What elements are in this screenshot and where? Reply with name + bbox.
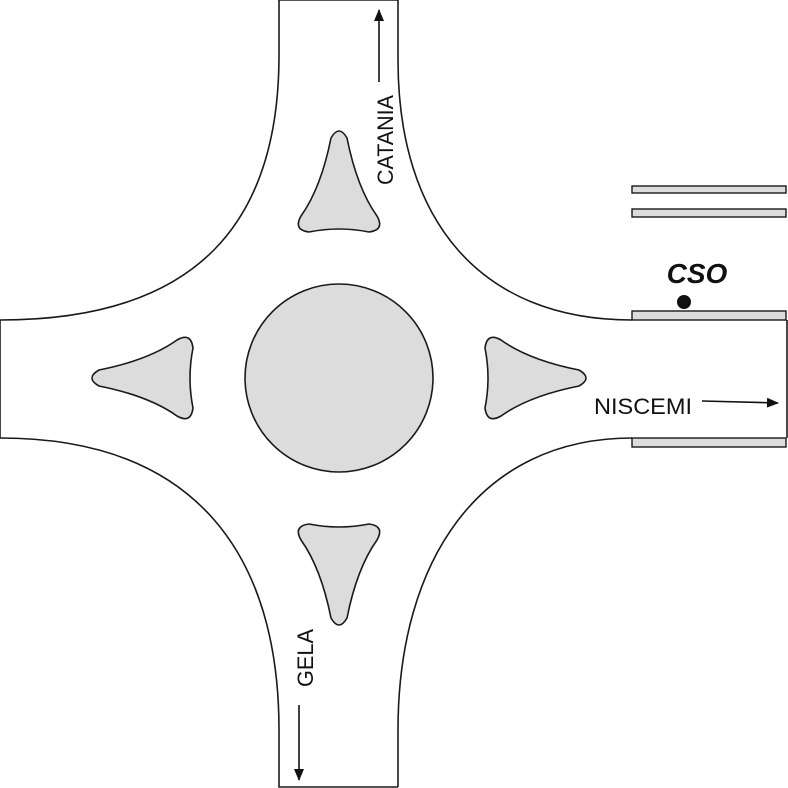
north-road-edges <box>278 0 399 60</box>
station-label: CSO <box>667 258 728 289</box>
splitter-island-east <box>484 336 587 420</box>
splitter-island-south <box>297 523 381 626</box>
central-island <box>244 283 434 473</box>
arrow-right-icon <box>701 397 779 408</box>
curb-top-right <box>397 59 633 321</box>
splitter-island-west <box>91 336 194 420</box>
south-direction: GELA <box>293 629 318 781</box>
sidewalk-north <box>631 310 787 321</box>
station-dot-icon <box>677 295 691 309</box>
north-direction: CATANIA <box>373 9 398 185</box>
sidewalk-south <box>631 437 787 448</box>
rail-track-1 <box>631 185 787 194</box>
north-label: CATANIA <box>373 95 398 185</box>
east-direction: NISCEMI <box>594 394 779 419</box>
rail-track-2 <box>631 208 787 218</box>
curb-top-left <box>0 54 280 321</box>
splitter-island-north <box>297 130 381 233</box>
south-label: GELA <box>293 629 318 687</box>
curb-bottom-left <box>0 437 398 788</box>
east-label: NISCEMI <box>594 394 692 419</box>
curb-bottom-right <box>397 437 633 787</box>
